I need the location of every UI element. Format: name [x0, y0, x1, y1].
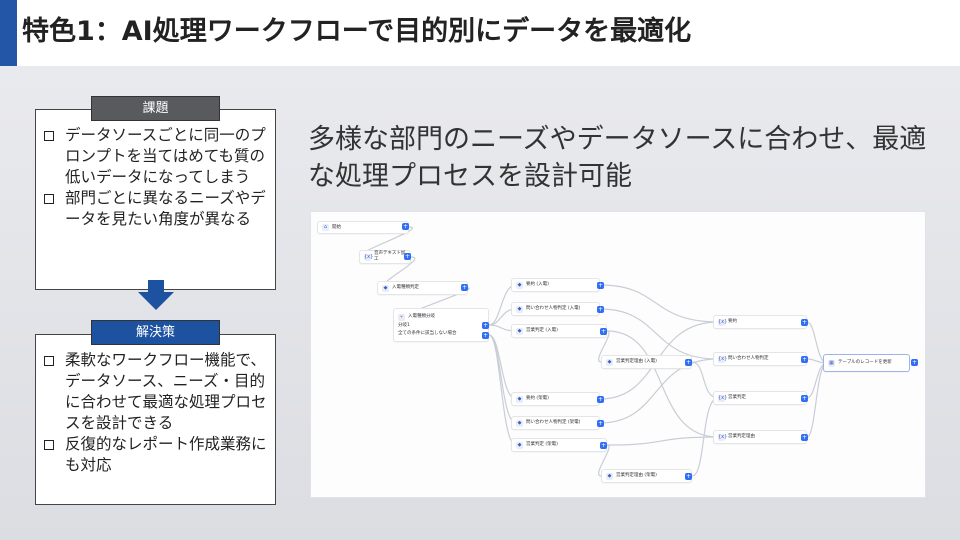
llm-icon: ◆ — [516, 419, 523, 427]
checkbox-bullet-icon — [44, 440, 57, 453]
issue-tag: 課題 — [91, 96, 220, 121]
llm-icon: ◆ — [516, 441, 523, 449]
solution-item: 反復的なレポート作成業務にも対応 — [44, 434, 267, 476]
workflow-node-inbound-summary[interactable]: ◆ 要約 (入電) — [511, 278, 600, 292]
workflow-node-var-management-reason[interactable]: {x} 営業判定理由 — [713, 430, 807, 444]
workflow-node-inbound-inquiry[interactable]: ◆ 問い合わせ人物判定 (入電) — [511, 302, 600, 316]
checkbox-bullet-icon — [44, 356, 57, 369]
add-node-button[interactable]: + — [801, 319, 808, 326]
add-node-button[interactable]: + — [801, 434, 808, 441]
down-arrow-icon — [138, 280, 174, 310]
add-node-button[interactable]: + — [685, 359, 692, 366]
issue-box: データソースごとに同一のプロンプトを当てはめても質の低いデータになってしまう 部… — [35, 109, 276, 290]
solution-box: 柔軟なワークフロー機能で、データソース、ニーズ・目的に合わせて最適な処理プロセス… — [35, 334, 276, 505]
slide-title: 特色1：AI処理ワークフローで目的別にデータを最適化 — [22, 16, 692, 47]
add-node-button[interactable]: + — [404, 253, 411, 260]
workflow-node-branch[interactable]: ⑂入電種類分岐 分岐1 全ての条件に該当しない場合 — [393, 308, 489, 342]
add-node-button[interactable]: + — [600, 442, 607, 449]
table-icon: ▦ — [828, 359, 835, 367]
solution-item: 柔軟なワークフロー機能で、データソース、ニーズ・目的に合わせて最適な処理プロセス… — [44, 350, 267, 434]
llm-icon: ◆ — [516, 327, 523, 335]
issue-item: データソースごとに同一のプロンプトを当てはめても質の低いデータになってしまう — [44, 125, 267, 188]
variable-icon: {x} — [364, 253, 374, 261]
workflow-screenshot: ⌂ 開始 + {x} 音声テキスト加工 + ◆ 入電種類判定 + ⑂入電種類分岐… — [310, 211, 926, 498]
add-node-button[interactable]: + — [801, 395, 808, 402]
variable-icon: {x} — [718, 433, 728, 441]
add-node-button[interactable]: + — [597, 420, 604, 427]
add-node-button[interactable]: + — [461, 284, 468, 291]
checkbox-bullet-icon — [44, 194, 57, 207]
variable-icon: {x} — [718, 355, 728, 363]
workflow-node-var-management[interactable]: {x} 営業判定 — [713, 391, 807, 405]
workflow-node-outbound-management-reason[interactable]: ◆ 営業判定理由 (架電) — [601, 469, 692, 483]
issue-item: 部門ごとに異なるニーズやデータを見たい角度が異なる — [44, 188, 267, 230]
variable-icon: {x} — [718, 394, 728, 402]
workflow-node-var-summary[interactable]: {x} 要約 — [713, 315, 807, 329]
workflow-node-inbound-management[interactable]: ◆ 営業判定 (入電) — [511, 324, 607, 338]
add-node-button[interactable]: + — [597, 396, 604, 403]
workflow-node-outbound-inquiry[interactable]: ◆ 問い合わせ人物判定 (架電) — [511, 416, 600, 430]
workflow-node-outbound-management[interactable]: ◆ 営業判定 (架電) — [511, 438, 607, 452]
home-icon: ⌂ — [322, 224, 329, 231]
solution-tag: 解決策 — [91, 320, 220, 345]
add-node-button[interactable]: + — [597, 282, 604, 289]
llm-icon: ◆ — [606, 358, 613, 366]
add-node-button[interactable]: + — [402, 223, 409, 230]
add-node-button[interactable]: + — [482, 322, 489, 329]
add-node-button[interactable]: + — [801, 356, 808, 363]
llm-icon: ◆ — [516, 305, 523, 313]
add-node-button[interactable]: + — [482, 332, 489, 339]
title-accent-bar — [0, 0, 17, 66]
workflow-node-outbound-summary[interactable]: ◆ 要約 (架電) — [511, 392, 600, 406]
variable-icon: {x} — [718, 318, 728, 326]
llm-icon: ◆ — [606, 472, 613, 480]
workflow-node-inbound-type[interactable]: ◆ 入電種類判定 — [377, 281, 468, 295]
llm-icon: ◆ — [516, 395, 523, 403]
add-node-button[interactable]: + — [600, 328, 607, 335]
headline: 多様な部門のニーズやデータソースに合わせ、最適な処理プロセスを設計可能 — [308, 124, 927, 192]
workflow-node-update-record[interactable]: ▦ テーブルのレコードを更新 — [823, 354, 910, 372]
workflow-node-inbound-management-reason[interactable]: ◆ 営業判定理由 (入電) — [601, 355, 692, 369]
workflow-node-speech-to-text[interactable]: {x} 音声テキスト加工 — [359, 250, 411, 264]
add-node-button[interactable]: + — [685, 473, 692, 480]
checkbox-bullet-icon — [44, 131, 57, 144]
branch-icon: ⑂ — [398, 313, 405, 321]
add-node-button[interactable]: + — [597, 306, 604, 313]
add-node-button[interactable]: + — [911, 359, 918, 366]
workflow-node-var-inquiry[interactable]: {x} 問い合わせ人物判定 — [713, 352, 807, 366]
llm-icon: ◆ — [516, 281, 523, 289]
llm-icon: ◆ — [382, 284, 389, 292]
workflow-node-start[interactable]: ⌂ 開始 — [317, 221, 409, 234]
